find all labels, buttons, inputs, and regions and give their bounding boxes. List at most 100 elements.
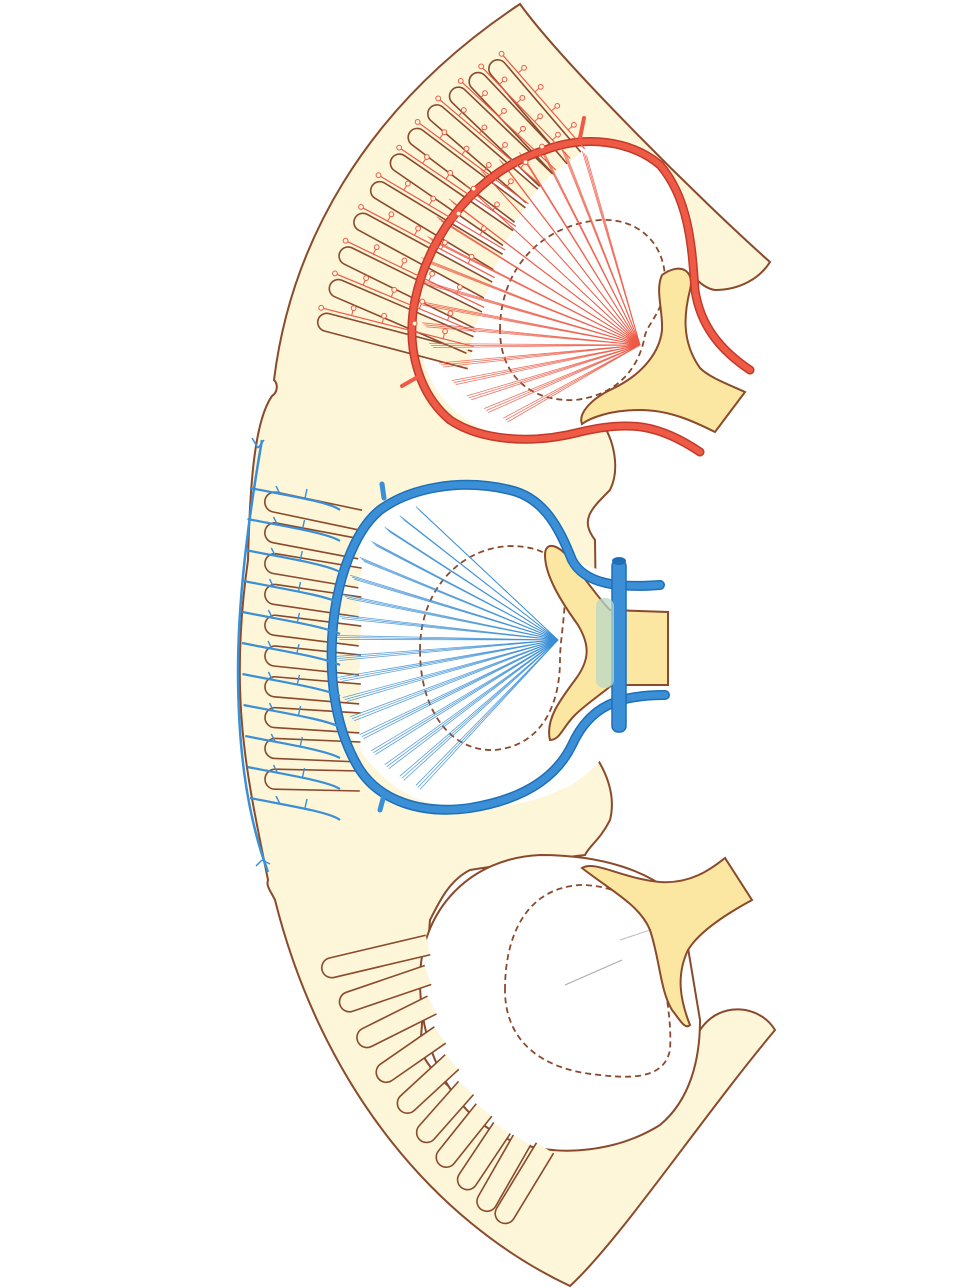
- vein-branch: [243, 703, 341, 728]
- vein-twig: [268, 702, 302, 716]
- glomerulus: [502, 141, 508, 148]
- upper-ray: [505, 344, 641, 421]
- middle-ray: [346, 639, 559, 702]
- middle-ray: [388, 530, 559, 641]
- upper-ray: [488, 344, 641, 413]
- upper-loop: [407, 127, 526, 223]
- glomerulus: [404, 180, 411, 187]
- middle-ray: [401, 639, 559, 779]
- upper-ray: [425, 261, 641, 346]
- glomerulus: [391, 286, 398, 293]
- lower-loop: [476, 1134, 532, 1213]
- middle-ray: [373, 639, 559, 754]
- lower-loop: [435, 1103, 493, 1168]
- vein-branch: [243, 579, 341, 604]
- glomerulus: [494, 201, 500, 208]
- artery-branch: [460, 80, 557, 171]
- interlobular-vein-branches: [241, 437, 341, 867]
- vein-twig: [270, 547, 303, 561]
- vein-branch: [241, 641, 341, 667]
- vein-twig: [275, 795, 308, 809]
- upper-ray: [484, 344, 641, 409]
- upper-ray: [586, 155, 641, 346]
- middle-ray: [419, 510, 559, 641]
- middle-loop: [264, 522, 363, 560]
- upper-loop: [389, 153, 514, 247]
- glomerulus: [460, 107, 467, 113]
- glomerulus: [457, 77, 464, 84]
- middle-ray: [352, 639, 559, 720]
- arcuate-vein: [326, 479, 670, 815]
- middle-ray: [386, 639, 559, 768]
- upper-ray: [523, 156, 641, 346]
- vein-branch: [242, 672, 341, 698]
- glomerulus: [429, 270, 436, 277]
- upper-ray: [431, 240, 641, 346]
- glomerulus: [498, 50, 505, 57]
- glomerulus: [373, 244, 380, 251]
- middle-ray: [350, 639, 559, 718]
- glomerulus: [318, 304, 325, 311]
- interlobular-artery-branches: [318, 50, 586, 348]
- upper-ray: [442, 344, 641, 368]
- lower-nephron-loops: [320, 934, 555, 1225]
- glomerulus: [415, 225, 422, 232]
- upper-ray: [507, 344, 641, 423]
- glomerulus: [554, 102, 561, 109]
- lower-loop: [356, 995, 437, 1049]
- vein-branch: [247, 765, 341, 790]
- lower-loop: [396, 1054, 460, 1115]
- glomerulus: [435, 95, 442, 102]
- glomerulus: [414, 119, 421, 125]
- glomerulus: [375, 172, 382, 179]
- upper-loop: [328, 278, 474, 355]
- glomerulus: [508, 178, 514, 185]
- middle-ray: [363, 561, 559, 641]
- upper-ray: [422, 304, 641, 346]
- glomerulus: [441, 239, 448, 246]
- glomerulus: [537, 113, 544, 120]
- upper-loop: [369, 180, 504, 271]
- artery-branch: [437, 98, 542, 186]
- vein-twig: [267, 671, 301, 685]
- upper-ray: [484, 173, 641, 346]
- middle-ray: [346, 598, 559, 641]
- glomerulus: [539, 143, 545, 150]
- upper-ray: [503, 163, 641, 346]
- glomerulus: [396, 144, 403, 151]
- middle-ray: [403, 639, 559, 781]
- middle-ray: [339, 639, 559, 641]
- upper-ray: [433, 344, 641, 349]
- lower-calyx-fat: [580, 856, 754, 1028]
- upper-loop: [353, 212, 493, 299]
- artery-branch: [501, 53, 586, 150]
- glomerulus: [485, 162, 492, 168]
- glomerulus: [519, 94, 526, 101]
- middle-ray: [363, 639, 559, 739]
- lower-ray: [564, 959, 623, 986]
- vein-branch: [249, 796, 341, 821]
- upper-ray: [486, 344, 641, 411]
- upper-loop: [488, 59, 582, 165]
- glomerulus: [470, 185, 477, 192]
- glomerulus: [455, 210, 462, 217]
- glomerulus: [442, 328, 448, 335]
- vein-twig: [270, 733, 303, 747]
- middle-ray: [361, 639, 559, 737]
- middle-ray: [419, 639, 559, 790]
- glomerulus: [463, 145, 470, 152]
- upper-ray: [440, 220, 641, 346]
- middle-ray: [375, 639, 559, 756]
- middle-venous-rays: [335, 506, 559, 790]
- upper-nephron-loops: [316, 59, 582, 370]
- upper-ray: [468, 344, 641, 399]
- upper-ray: [565, 152, 641, 346]
- glomerulus: [478, 63, 485, 70]
- vein-branch: [245, 548, 341, 573]
- glomerulus: [388, 211, 395, 218]
- glomerulus: [501, 76, 508, 83]
- upper-ray: [426, 326, 641, 346]
- middle-ray: [399, 639, 559, 777]
- middle-ray: [341, 639, 559, 682]
